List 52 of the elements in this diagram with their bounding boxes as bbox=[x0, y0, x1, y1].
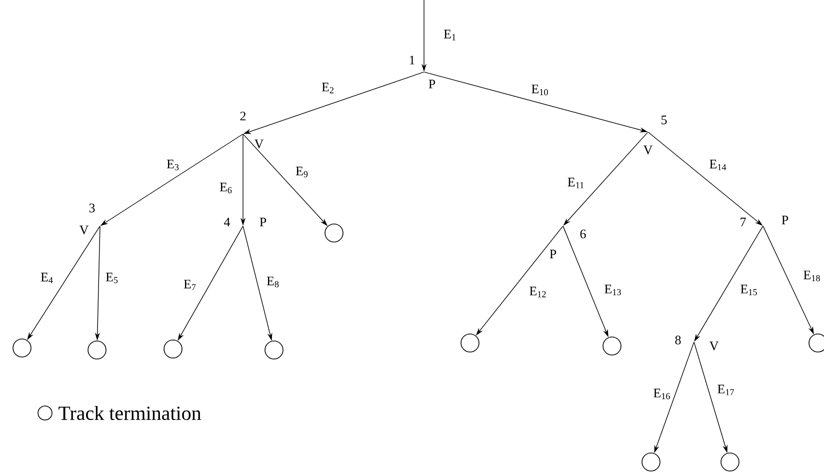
edge-label: E$_{10}$ bbox=[530, 84, 550, 96]
edge-label: E$_{8}$ bbox=[266, 276, 280, 288]
termination-circle bbox=[460, 334, 480, 352]
termination-circle bbox=[12, 338, 32, 358]
junction-number: 6 bbox=[580, 230, 586, 238]
junction-number: 3 bbox=[89, 204, 95, 212]
node-text: 3 V bbox=[79, 204, 95, 234]
termination-circle bbox=[720, 452, 740, 472]
node-text: 6 P bbox=[550, 230, 586, 258]
edge-label: E$_{9}$ bbox=[294, 166, 310, 178]
node-text: 1 P bbox=[410, 56, 436, 88]
termination-circle bbox=[88, 340, 106, 360]
junction-number: 4 bbox=[224, 218, 230, 226]
junction-number: 5 bbox=[662, 116, 667, 124]
junction-type: V bbox=[79, 226, 89, 234]
edge-label: E$_{17}$ bbox=[716, 384, 736, 396]
edge-label: E$_{18}$ bbox=[802, 270, 822, 282]
edge-label: E$_{11}$ bbox=[566, 176, 586, 190]
edge-label: E$_{14}$ bbox=[708, 158, 728, 172]
termination-circle bbox=[602, 336, 622, 356]
edge-label: E$_{16}$ bbox=[652, 388, 672, 400]
edge-label: E$_{4}$ bbox=[40, 272, 54, 284]
termination-circle bbox=[324, 224, 344, 242]
junction-number: 7 bbox=[740, 218, 746, 226]
junction-number: 1 bbox=[410, 56, 414, 64]
edge-label: E$_{13}$ bbox=[603, 284, 623, 296]
legend-text: Track termination bbox=[58, 406, 202, 420]
termination-circle bbox=[264, 340, 284, 360]
edge-label: E$_{5}$ bbox=[104, 272, 120, 284]
edge-label: E$_{1}$ bbox=[442, 28, 458, 42]
termination-circle bbox=[642, 452, 660, 472]
junction-type: V bbox=[643, 146, 653, 154]
node-text: 7 P bbox=[740, 216, 788, 226]
node-text: 5 V bbox=[643, 116, 667, 154]
node-text: 8 V bbox=[675, 336, 719, 350]
termination-circle bbox=[164, 340, 182, 358]
edge-label: E$_{7}$ bbox=[182, 278, 198, 292]
node-text: 4 P bbox=[224, 218, 266, 226]
node-text: 2 V bbox=[240, 112, 264, 148]
junction-number: 2 bbox=[240, 112, 246, 120]
edge-label: E$_{2}$ bbox=[320, 82, 336, 94]
junction-type: P bbox=[782, 216, 788, 224]
junction-type: V bbox=[709, 342, 719, 350]
junction-type: V bbox=[254, 140, 264, 148]
edge-label: E$_{12}$ bbox=[528, 286, 548, 298]
edge-label: E$_{6}$ bbox=[218, 182, 234, 194]
junction-type: P bbox=[260, 218, 266, 226]
edge-label: E$_{15}$ bbox=[739, 284, 759, 296]
edge-label: E$_{3}$ bbox=[166, 158, 180, 172]
junction-number: 8 bbox=[675, 336, 681, 344]
junction-type: P bbox=[550, 250, 556, 258]
junction-type: P bbox=[428, 80, 436, 88]
